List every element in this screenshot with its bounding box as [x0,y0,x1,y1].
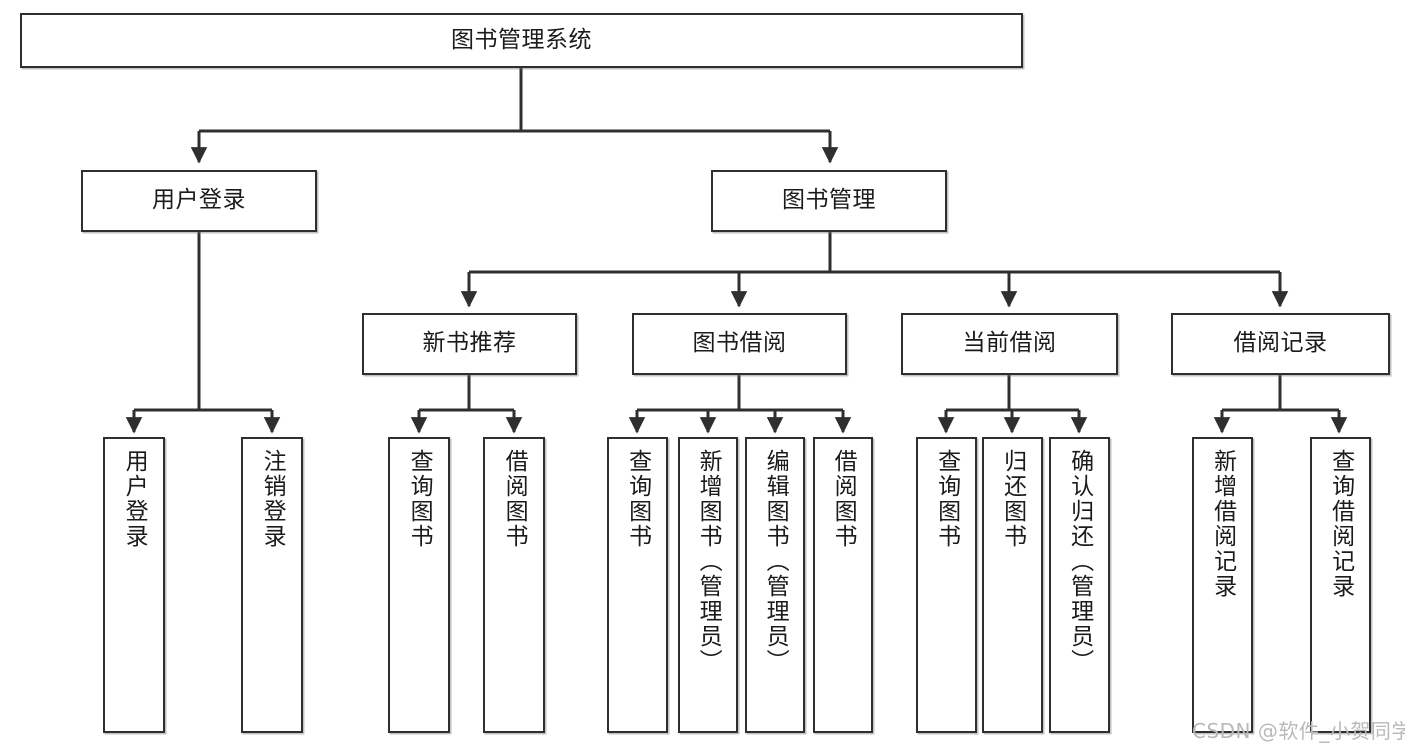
node-leaf-edit-book[interactable]: 编辑图书（管理员） [745,437,805,733]
node-user-login[interactable]: 用户登录 [81,170,317,232]
node-book-borrow[interactable]: 图书借阅 [632,313,847,375]
node-leaf-logout-login[interactable]: 注销登录 [241,437,303,733]
node-root-label: 图书管理系统 [451,26,592,53]
node-new-book-recommend[interactable]: 新书推荐 [362,313,577,375]
node-leaf-query-book-1[interactable]: 查询图书 [388,437,450,733]
node-leaf-borrow-book-1[interactable]: 借阅图书 [483,437,545,733]
node-leaf-user-login[interactable]: 用户登录 [103,437,165,733]
node-leaf-edit-book-label: 编辑图书（管理员） [762,449,789,674]
node-borrow-record[interactable]: 借阅记录 [1171,313,1390,375]
node-book-borrow-label: 图书借阅 [692,330,787,357]
node-book-management-label: 图书管理 [782,187,876,214]
node-root[interactable]: 图书管理系统 [20,13,1023,68]
node-leaf-query-record-label: 查询借阅记录 [1327,449,1354,599]
node-borrow-record-label: 借阅记录 [1233,330,1328,357]
node-current-borrow[interactable]: 当前借阅 [901,313,1118,375]
node-leaf-add-book[interactable]: 新增图书（管理员） [678,437,738,733]
node-leaf-add-record-label: 新增借阅记录 [1209,449,1236,599]
node-leaf-add-book-label: 新增图书（管理员） [695,449,722,674]
node-leaf-borrow-book-2-label: 借阅图书 [830,449,857,549]
node-leaf-confirm-return[interactable]: 确认归还（管理员） [1049,437,1110,733]
node-leaf-query-record[interactable]: 查询借阅记录 [1310,437,1371,733]
node-leaf-query-book-2[interactable]: 查询图书 [607,437,668,733]
node-leaf-borrow-book-1-label: 借阅图书 [501,449,528,549]
node-leaf-query-book-3[interactable]: 查询图书 [916,437,977,733]
watermark-text: CSDN @软件_小贺同学 [1192,719,1405,743]
node-leaf-logout-login-label: 注销登录 [259,449,286,549]
node-leaf-add-record[interactable]: 新增借阅记录 [1192,437,1253,733]
node-leaf-confirm-return-label: 确认归还（管理员） [1066,449,1093,674]
node-leaf-return-book-label: 归还图书 [999,449,1026,549]
node-current-borrow-label: 当前借阅 [962,330,1057,357]
node-leaf-return-book[interactable]: 归还图书 [982,437,1043,733]
node-new-book-recommend-label: 新书推荐 [422,330,517,357]
node-leaf-query-book-1-label: 查询图书 [406,449,433,549]
node-leaf-query-book-2-label: 查询图书 [624,449,651,549]
node-leaf-query-book-3-label: 查询图书 [933,449,960,549]
node-user-login-label: 用户登录 [152,187,246,214]
node-leaf-borrow-book-2[interactable]: 借阅图书 [813,437,873,733]
node-leaf-user-login-label: 用户登录 [121,449,148,549]
node-book-management[interactable]: 图书管理 [711,170,947,232]
